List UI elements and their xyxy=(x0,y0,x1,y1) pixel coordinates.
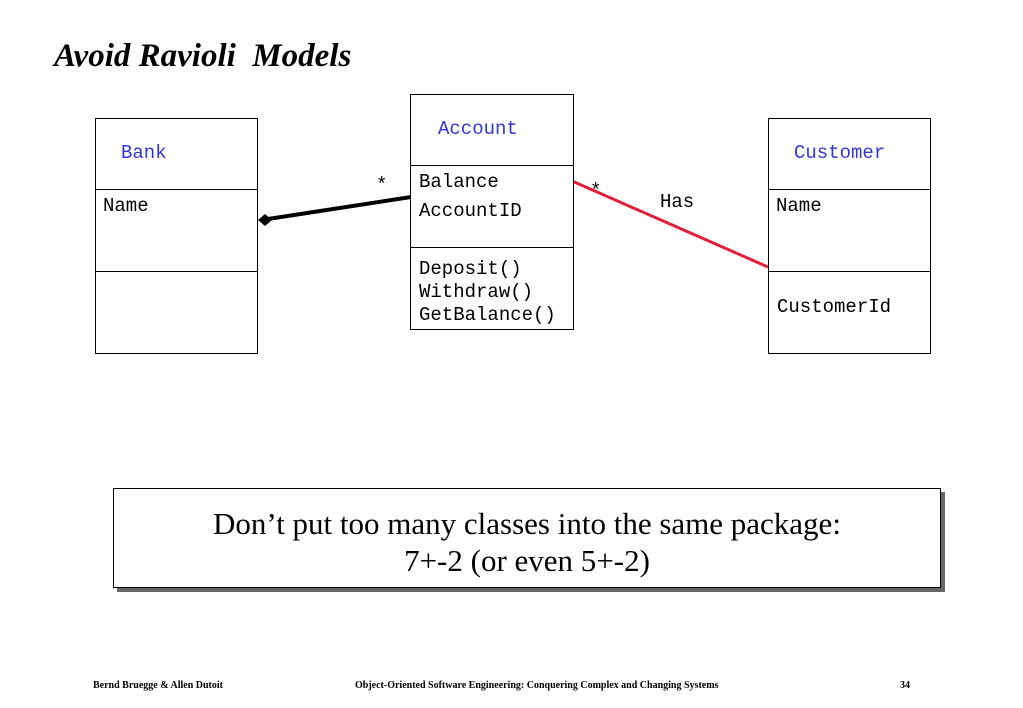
note-box: Don’t put too many classes into the same… xyxy=(113,488,941,588)
account-operation-getbalance: GetBalance() xyxy=(419,304,556,326)
footer-authors: Bernd Bruegge & Allen Dutoit xyxy=(93,680,223,691)
bank-attributes-compartment: Name xyxy=(96,190,257,272)
customer-attribute-name: Name xyxy=(776,195,822,217)
customer-class-name: Customer xyxy=(794,142,886,164)
account-attribute-accountid: AccountID xyxy=(419,200,522,222)
bank-attribute-name: Name xyxy=(103,195,149,217)
bank-operations-compartment xyxy=(96,272,257,354)
multiplicity-bank-account: * xyxy=(376,174,388,196)
customer-attributes-compartment: Name xyxy=(769,190,930,272)
account-class-name: Account xyxy=(438,118,518,140)
multiplicity-account-customer: * xyxy=(590,180,602,202)
note-line-1: Don’t put too many classes into the same… xyxy=(213,506,841,541)
account-operations-compartment: Deposit() Withdraw() GetBalance() xyxy=(411,248,573,330)
association-label-has: Has xyxy=(660,191,695,213)
account-class: Account Balance AccountID Deposit() With… xyxy=(410,94,574,330)
account-operation-withdraw: Withdraw() xyxy=(419,281,534,303)
bank-name-compartment: Bank xyxy=(96,119,257,190)
footer-book-title: Object-Oriented Software Engineering: Co… xyxy=(355,680,719,691)
account-customer-association xyxy=(571,179,769,269)
customer-operations-compartment: CustomerId xyxy=(769,272,930,354)
bank-class-name: Bank xyxy=(121,142,167,164)
slide-title: Avoid Ravioli Models xyxy=(54,38,352,74)
bank-account-association xyxy=(267,195,412,221)
account-operation-deposit: Deposit() xyxy=(419,258,522,280)
account-attribute-balance: Balance xyxy=(419,171,499,193)
bank-class: Bank Name xyxy=(95,118,258,354)
customer-operation-customerid: CustomerId xyxy=(777,296,892,318)
account-attributes-compartment: Balance AccountID xyxy=(411,166,573,248)
note-line-2: 7+-2 (or even 5+-2) xyxy=(404,543,650,578)
footer-page-number: 34 xyxy=(900,680,910,691)
customer-class: Customer Name CustomerId xyxy=(768,118,931,354)
account-name-compartment: Account xyxy=(411,95,573,166)
aggregation-diamond xyxy=(258,214,272,226)
customer-name-compartment: Customer xyxy=(769,119,930,190)
